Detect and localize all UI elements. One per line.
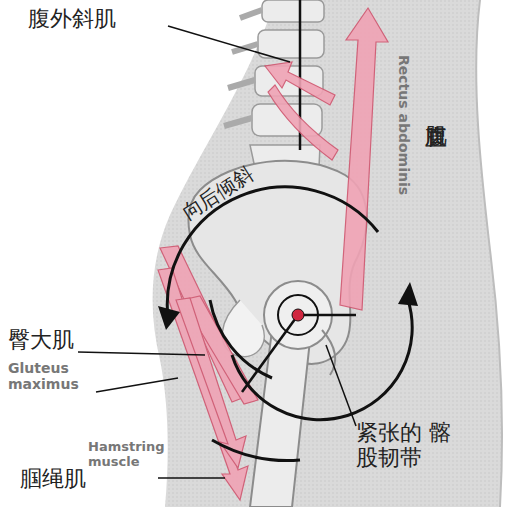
rectus-abdominis xyxy=(340,8,388,310)
hamstring xyxy=(158,268,248,500)
oblique-fibers xyxy=(268,85,338,160)
muscles xyxy=(158,8,388,500)
muscle-label-en: Hamstring muscle xyxy=(88,440,160,470)
muscle-label-en: Gluteus maximus xyxy=(8,360,100,392)
lever-line xyxy=(242,315,298,392)
muscle-label: 臀大肌 xyxy=(8,327,74,352)
hamstring-inner xyxy=(176,298,246,468)
body-silhouette xyxy=(153,0,531,507)
leader-lines xyxy=(78,26,356,478)
lever-line xyxy=(298,314,356,317)
hip-center xyxy=(292,309,304,321)
arrow-head xyxy=(158,306,180,330)
lower-arc xyxy=(210,300,272,378)
front-outline xyxy=(476,0,502,507)
hip-arc xyxy=(232,300,412,420)
muscle-label-en: Rectus abdominis xyxy=(396,55,412,195)
muscle-label: 腹外斜肌 xyxy=(28,6,116,31)
ligament-label: 紧张的 髂股韧带 xyxy=(356,420,456,471)
muscle-label: 腘绳肌 xyxy=(20,466,86,491)
arrow-head xyxy=(398,282,418,306)
bottom-arc xyxy=(212,440,300,461)
